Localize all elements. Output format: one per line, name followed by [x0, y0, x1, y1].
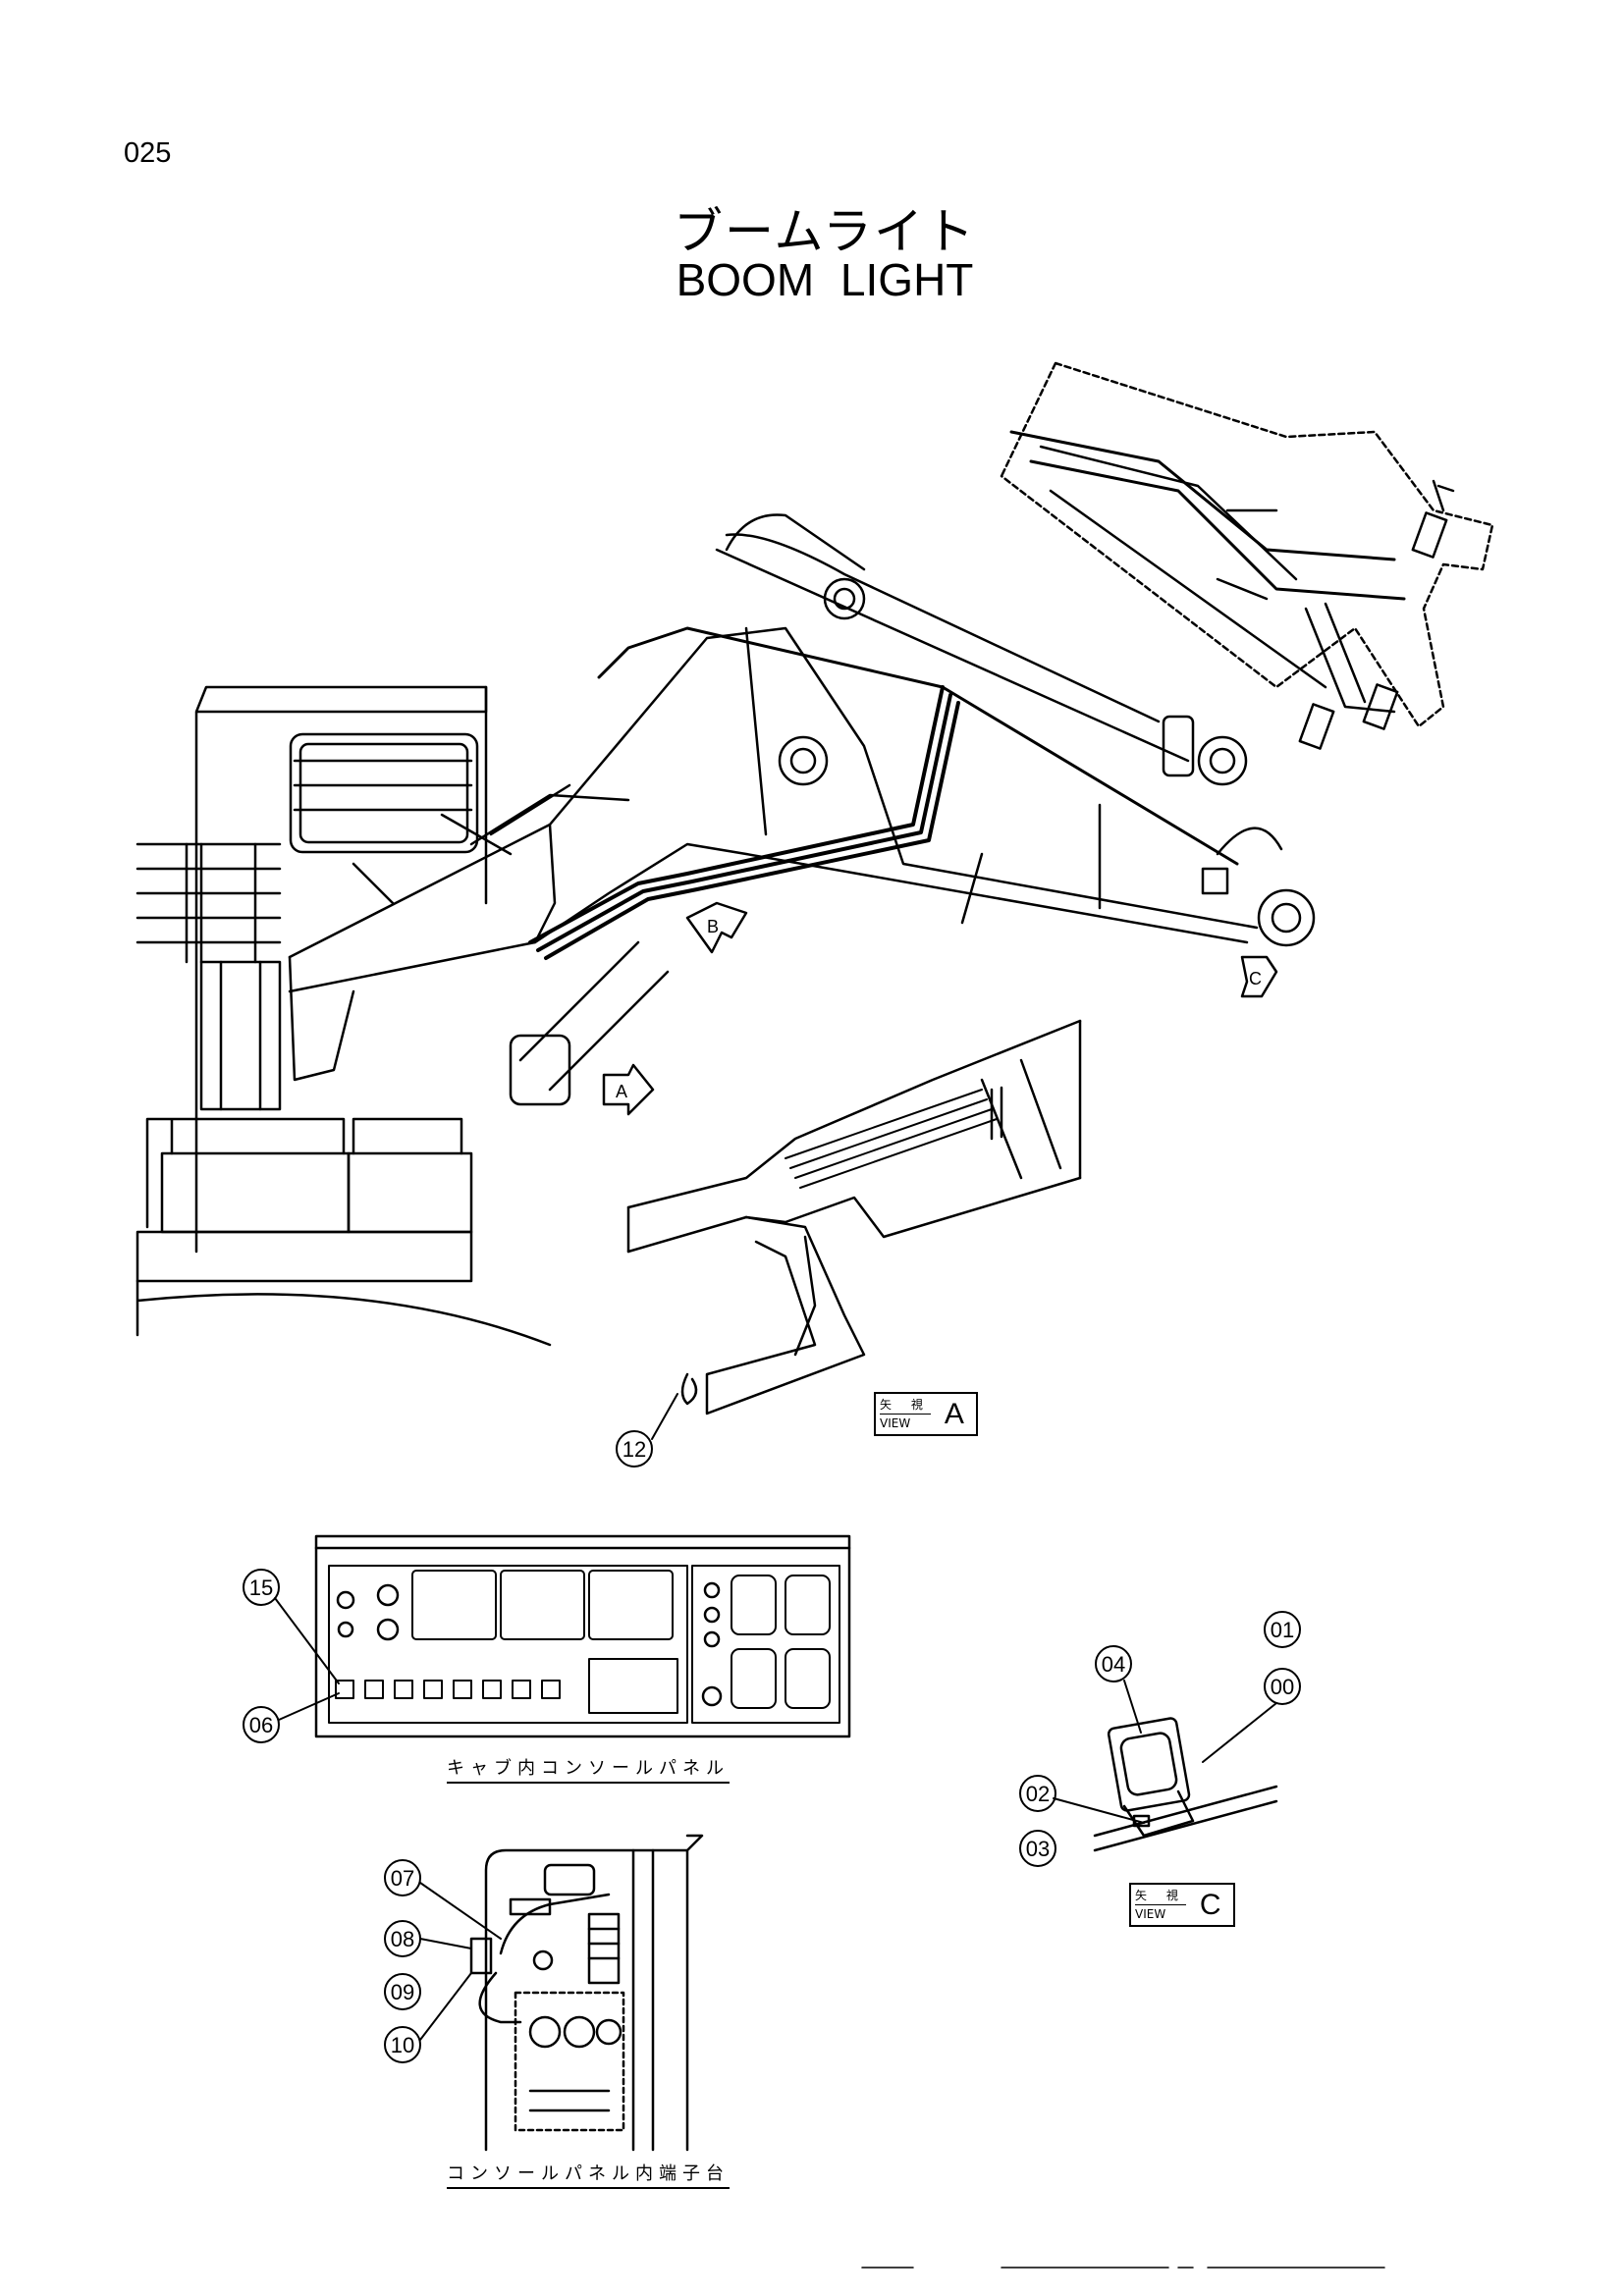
machine-side-view — [135, 513, 1316, 1347]
view-a-label-en: VIEW — [880, 1416, 911, 1430]
callout-15: 15 — [249, 1575, 273, 1600]
callouts — [243, 1393, 1301, 2063]
arrow-marker-a-label: A — [616, 1082, 627, 1101]
terminal-block — [469, 1834, 704, 2152]
callout-12: 12 — [623, 1437, 646, 1462]
terminal-block-caption: コンソールパネル内端子台 — [447, 2160, 730, 2189]
callout-labels: 12 15 06 04 01 00 02 03 07 08 09 10 — [249, 1437, 1294, 2057]
callout-06: 06 — [249, 1713, 273, 1737]
page-title: BOOM LIGHT — [676, 254, 974, 305]
callout-10: 10 — [391, 2033, 414, 2057]
callout-07: 07 — [391, 1866, 414, 1891]
callout-04: 04 — [1102, 1652, 1125, 1677]
view-c-label-en: VIEW — [1135, 1907, 1166, 1921]
view-a-box: 矢 視 VIEW A — [874, 1392, 978, 1436]
view-a-detail — [626, 1019, 1082, 1415]
view-c-letter: C — [1199, 1889, 1221, 1921]
arrow-marker-a: A — [602, 1063, 655, 1116]
view-a-letter: A — [944, 1398, 964, 1430]
page-title-japanese: ブームライト — [674, 203, 976, 260]
console-panel-caption: キャブ内コンソールパネル — [447, 1754, 730, 1784]
arm-top-detail — [1000, 361, 1494, 750]
callout-03: 03 — [1026, 1837, 1050, 1861]
arrow-marker-c: C — [1240, 955, 1278, 998]
view-c-box: 矢 視 VIEW C — [1129, 1883, 1235, 1927]
callout-01: 01 — [1271, 1618, 1294, 1642]
arrow-marker-b: B — [685, 901, 748, 954]
view-c-detail — [1093, 1717, 1278, 1852]
view-a-label-jp: 矢 視 — [880, 1396, 931, 1415]
callout-09: 09 — [391, 1980, 414, 2004]
console-panel — [314, 1534, 851, 1738]
arrow-marker-c-label: C — [1249, 969, 1262, 988]
callout-00: 00 — [1271, 1675, 1294, 1699]
arrow-marker-b-label: B — [707, 917, 719, 936]
view-c-label-jp: 矢 視 — [1135, 1887, 1186, 1905]
callout-02: 02 — [1026, 1782, 1050, 1806]
page-number: 025 — [124, 137, 172, 169]
callout-08: 08 — [391, 1927, 414, 1951]
